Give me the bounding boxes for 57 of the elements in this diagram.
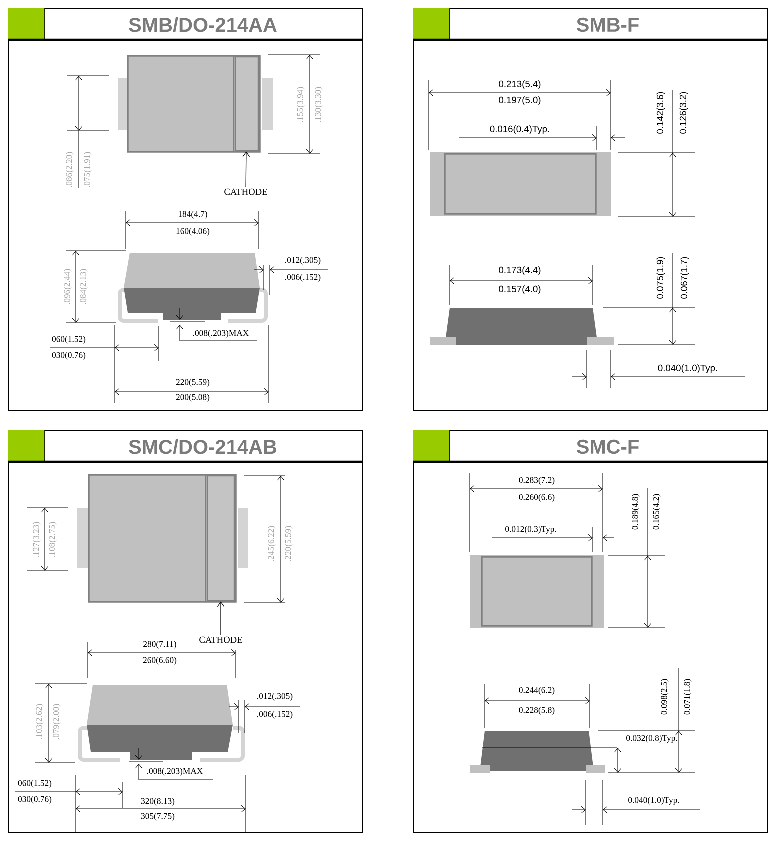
dimension-label: 0.142(3.6) xyxy=(656,92,666,134)
dimension-label: 0.228(5.8) xyxy=(519,707,555,715)
dimension-label: 160(4.06) xyxy=(176,228,210,236)
dimension-label: 0.189(4.8) xyxy=(632,494,640,530)
dimension-label: .079(2.00) xyxy=(53,704,61,740)
dimension-label: 0.016(0.4)Typ. xyxy=(490,126,550,134)
dimension-label: .245(6.22) xyxy=(268,526,276,562)
dimension-label: .012(.305) xyxy=(258,693,293,701)
cathode-band xyxy=(206,475,236,602)
dimension-label: .012(.305) xyxy=(286,257,321,265)
leader-line xyxy=(217,602,225,636)
leader-line xyxy=(242,152,250,188)
dimension-label: .008(.203)MAX xyxy=(193,330,249,338)
dimension-label: .096(2.44) xyxy=(64,269,72,304)
dimension-label: 280(7.11) xyxy=(144,641,176,649)
dimension-label: 184(4.7) xyxy=(178,211,208,219)
dimension-label: 0.165(4.2) xyxy=(653,494,661,530)
dimension-label: 0.197(5.0) xyxy=(499,96,541,106)
dimension-label: .006(.152) xyxy=(286,274,321,282)
dimension-label: .075(1.91) xyxy=(84,152,92,188)
dimension-label: 060(1.52) xyxy=(18,780,52,788)
dimension-label: 060(1.52) xyxy=(52,336,86,344)
dimension-label: 030(0.76) xyxy=(18,796,52,804)
dimension-label: 0.075(1.9) xyxy=(656,257,666,299)
dimension-label: .155(3.94) xyxy=(297,87,305,122)
cathode-label: CATHODE xyxy=(224,188,268,196)
cathode-band xyxy=(234,56,260,152)
dimension-label: .084(2.13) xyxy=(80,269,88,304)
dimension-label: 030(0.76) xyxy=(52,352,86,360)
dimension-label: 200(5.08) xyxy=(176,394,210,402)
dimension-label: 0.244(6.2) xyxy=(519,687,555,695)
dimension-label: 305(7.75) xyxy=(141,813,175,821)
dimension-label: .086(2.20) xyxy=(66,152,74,188)
dimension-label: 0.283(7.2) xyxy=(519,477,555,485)
dimension-label: .220(5.59) xyxy=(285,526,293,562)
dimension-label: 0.071(1.8) xyxy=(684,679,692,715)
dimension-label: 0.157(4.0) xyxy=(499,286,541,294)
dimension-label: 0.040(1.0)Typ. xyxy=(658,364,718,374)
dimension-label: 0.040(1.0)Typ. xyxy=(628,797,680,805)
dimension-label: 0.067(1.7) xyxy=(680,257,690,299)
dimension-label: 0.126(3.2) xyxy=(680,92,688,134)
dimension-label: .006(.152) xyxy=(258,711,293,719)
dimension-label: .103(2.62) xyxy=(36,704,44,740)
dimension-label: 0.173(4.4) xyxy=(499,266,541,276)
dimension-label: 0.260(6.6) xyxy=(519,494,555,502)
dimension-label: .130(3.30) xyxy=(315,87,323,122)
dimension-label: .127(3.23) xyxy=(33,522,41,558)
dimension-label: 0.213(5.4) xyxy=(499,80,541,90)
dimension-label: .108(2.75) xyxy=(49,522,57,558)
dimension-label: 0.032(0.8)Typ. xyxy=(626,735,678,743)
cathode-label: CATHODE xyxy=(200,636,242,644)
dimension-label: 320(8.13) xyxy=(141,798,175,806)
dimension-label: 0.012(0.3)Typ. xyxy=(506,526,556,534)
dimension-label: 260(6.60) xyxy=(143,657,177,665)
dimension-label: .008(.203)MAX xyxy=(147,768,203,776)
dimension-label: 220(5.59) xyxy=(176,379,210,387)
dimension-label: 0.098(2.5) xyxy=(661,679,669,715)
